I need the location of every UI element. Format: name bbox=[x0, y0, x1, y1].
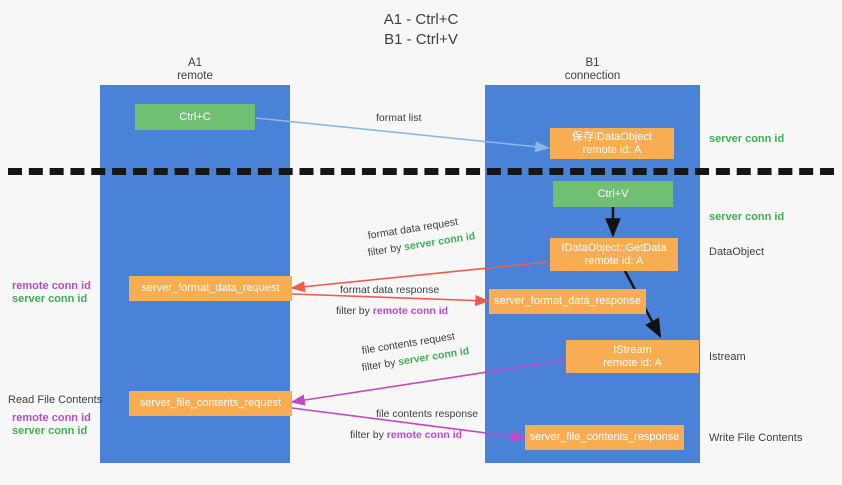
node-server-format-data-request[interactable]: server_format_data_request bbox=[129, 276, 292, 301]
arrow-format-data-request bbox=[290, 261, 549, 293]
filter-prefix: filter by bbox=[350, 429, 387, 441]
node-idataobject-getdata[interactable]: IDataObject::GetData remote id: A bbox=[550, 238, 678, 271]
node-save-idataobject[interactable]: 保存IDataObject remote id: A bbox=[550, 128, 674, 159]
side-label-server-conn-id-bottom: server conn id bbox=[12, 425, 88, 437]
lane-header-b1: B1 connection bbox=[564, 57, 621, 82]
arrow-file-contents-request bbox=[290, 359, 567, 406]
arrow-file-contents-response bbox=[291, 407, 527, 442]
node-ctrl-c[interactable]: Ctrl+C bbox=[135, 104, 255, 130]
edge-label-format-data-response-filter: filter by remote conn id bbox=[336, 305, 448, 318]
page-title: A1 - Ctrl+C B1 - Ctrl+V bbox=[383, 11, 459, 48]
side-label-server-conn-id-mid: server conn id bbox=[709, 211, 785, 223]
side-label-write-file-contents: Write File Contents bbox=[709, 432, 803, 444]
phase-divider bbox=[8, 168, 834, 175]
side-label-server-conn-id-left-mid: server conn id bbox=[12, 293, 88, 305]
side-label-remote-conn-id-mid: remote conn id bbox=[12, 280, 91, 292]
arrow-format-data-response bbox=[291, 293, 490, 307]
node-istream[interactable]: IStream remote id: A bbox=[566, 340, 699, 373]
filter-value-remote-conn-id: remote conn id bbox=[372, 305, 449, 317]
side-label-istream: Istream bbox=[709, 351, 746, 363]
side-label-read-file-contents: Read File Contents bbox=[8, 394, 103, 406]
edge-label-file-contents-response-filter: filter by remote conn id bbox=[350, 429, 478, 442]
edge-label-file-contents-response-group: file contents response filter by remote … bbox=[350, 408, 479, 442]
filter-prefix: filter by bbox=[360, 356, 400, 374]
edge-label-file-contents-response: file contents response bbox=[376, 408, 479, 420]
edge-label-format-data-request-group: format data request filter by server con… bbox=[366, 216, 477, 260]
edge-label-format-list: format list bbox=[376, 112, 422, 124]
side-label-remote-conn-id-bottom: remote conn id bbox=[12, 412, 91, 424]
arrow-format-list bbox=[255, 117, 550, 153]
side-label-server-conn-id-top: server conn id bbox=[709, 133, 785, 145]
side-label-dataobject: DataObject bbox=[709, 246, 765, 258]
node-ctrl-v[interactable]: Ctrl+V bbox=[553, 181, 673, 207]
node-server-format-data-response[interactable]: server_format_data_response bbox=[489, 289, 646, 314]
edge-label-format-data-response: format data response bbox=[340, 284, 440, 296]
filter-prefix: filter by bbox=[366, 241, 406, 259]
node-server-file-contents-request[interactable]: server_file_contents_request bbox=[129, 391, 292, 416]
filter-prefix: filter by bbox=[336, 305, 373, 317]
node-server-file-contents-response[interactable]: server_file_contents_response bbox=[525, 425, 684, 450]
edge-label-file-contents-request-group: file contents request filter by server c… bbox=[360, 330, 471, 375]
filter-value-remote-conn-id: remote conn id bbox=[386, 429, 463, 441]
lane-header-a1: A1 remote bbox=[177, 57, 213, 82]
edge-label-format-data-response-group: format data response filter by remote co… bbox=[336, 284, 448, 318]
